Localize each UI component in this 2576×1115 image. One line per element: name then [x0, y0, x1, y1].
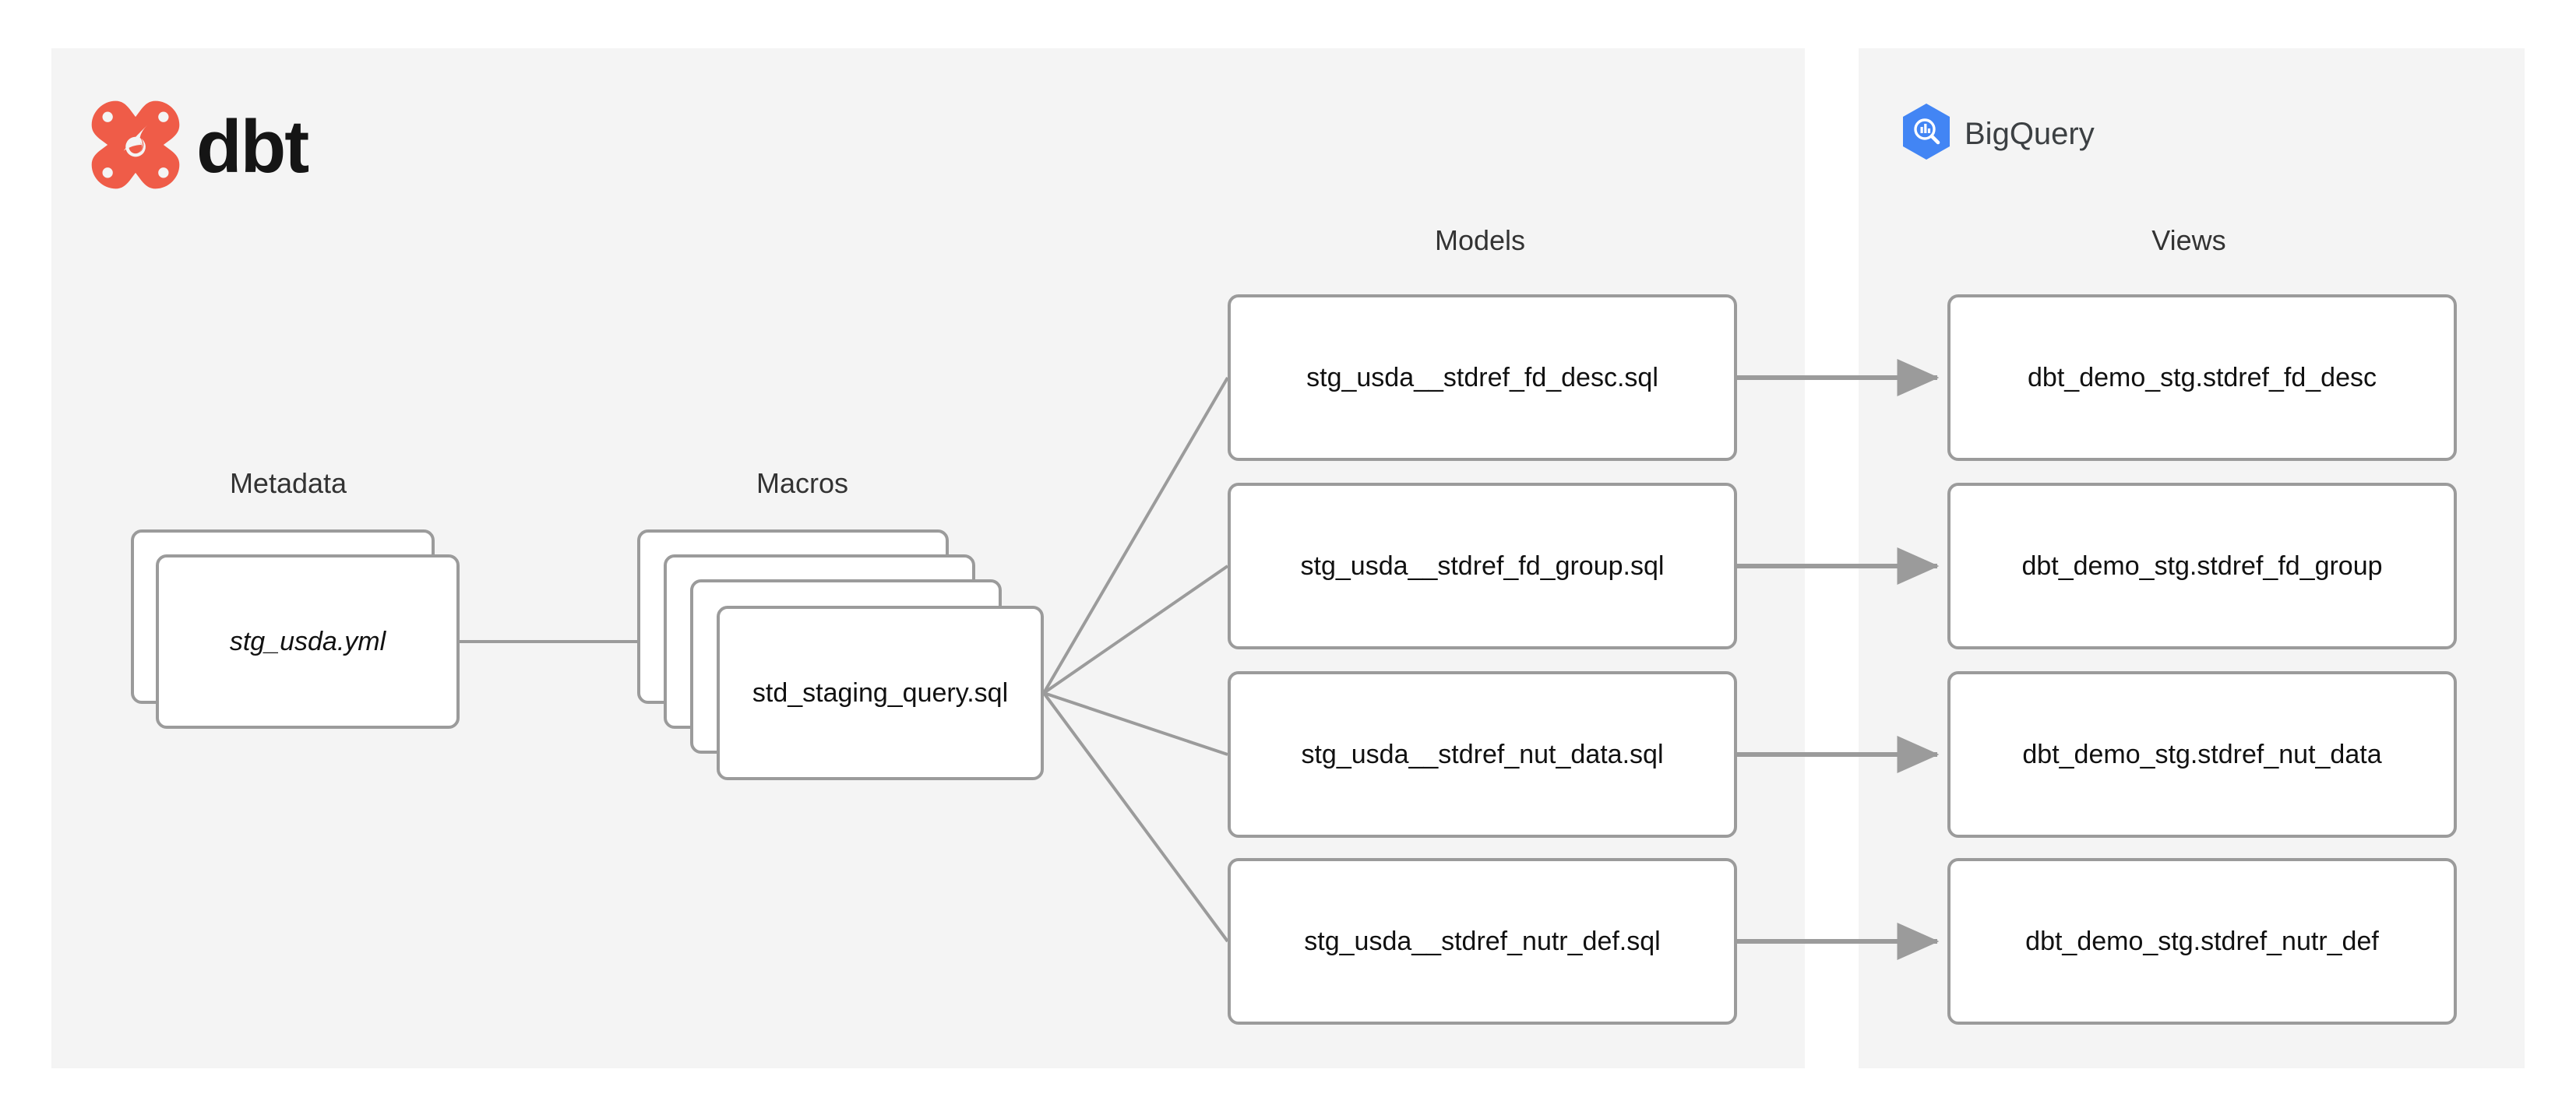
- model-node[interactable]: stg_usda__stdref_nut_data.sql: [1228, 671, 1737, 838]
- dbt-brand: dbt: [86, 95, 309, 199]
- dbt-brand-label: dbt: [196, 104, 309, 188]
- model-node[interactable]: stg_usda__stdref_nutr_def.sql: [1228, 858, 1737, 1025]
- heading-metadata: Metadata: [229, 467, 347, 499]
- view-node[interactable]: dbt_demo_stg.stdref_fd_desc: [1947, 294, 2457, 461]
- model-node[interactable]: stg_usda__stdref_fd_desc.sql: [1228, 294, 1737, 461]
- metadata-card-front[interactable]: stg_usda.yml: [156, 554, 460, 729]
- model-node[interactable]: stg_usda__stdref_fd_group.sql: [1228, 483, 1737, 649]
- bigquery-brand-label: BigQuery: [1965, 116, 2095, 151]
- bigquery-brand: BigQuery: [1901, 103, 2095, 164]
- macros-card-front[interactable]: std_staging_query.sql: [717, 606, 1044, 780]
- dbt-logo-icon: [86, 95, 185, 199]
- view-node[interactable]: dbt_demo_stg.stdref_nut_data: [1947, 671, 2457, 838]
- heading-views: Views: [2151, 224, 2226, 256]
- view-node[interactable]: dbt_demo_stg.stdref_fd_group: [1947, 483, 2457, 649]
- heading-models: Models: [1434, 224, 1526, 256]
- heading-macros: Macros: [756, 467, 849, 499]
- bigquery-hexagon-icon: [1901, 103, 1952, 164]
- view-node[interactable]: dbt_demo_stg.stdref_nutr_def: [1947, 858, 2457, 1025]
